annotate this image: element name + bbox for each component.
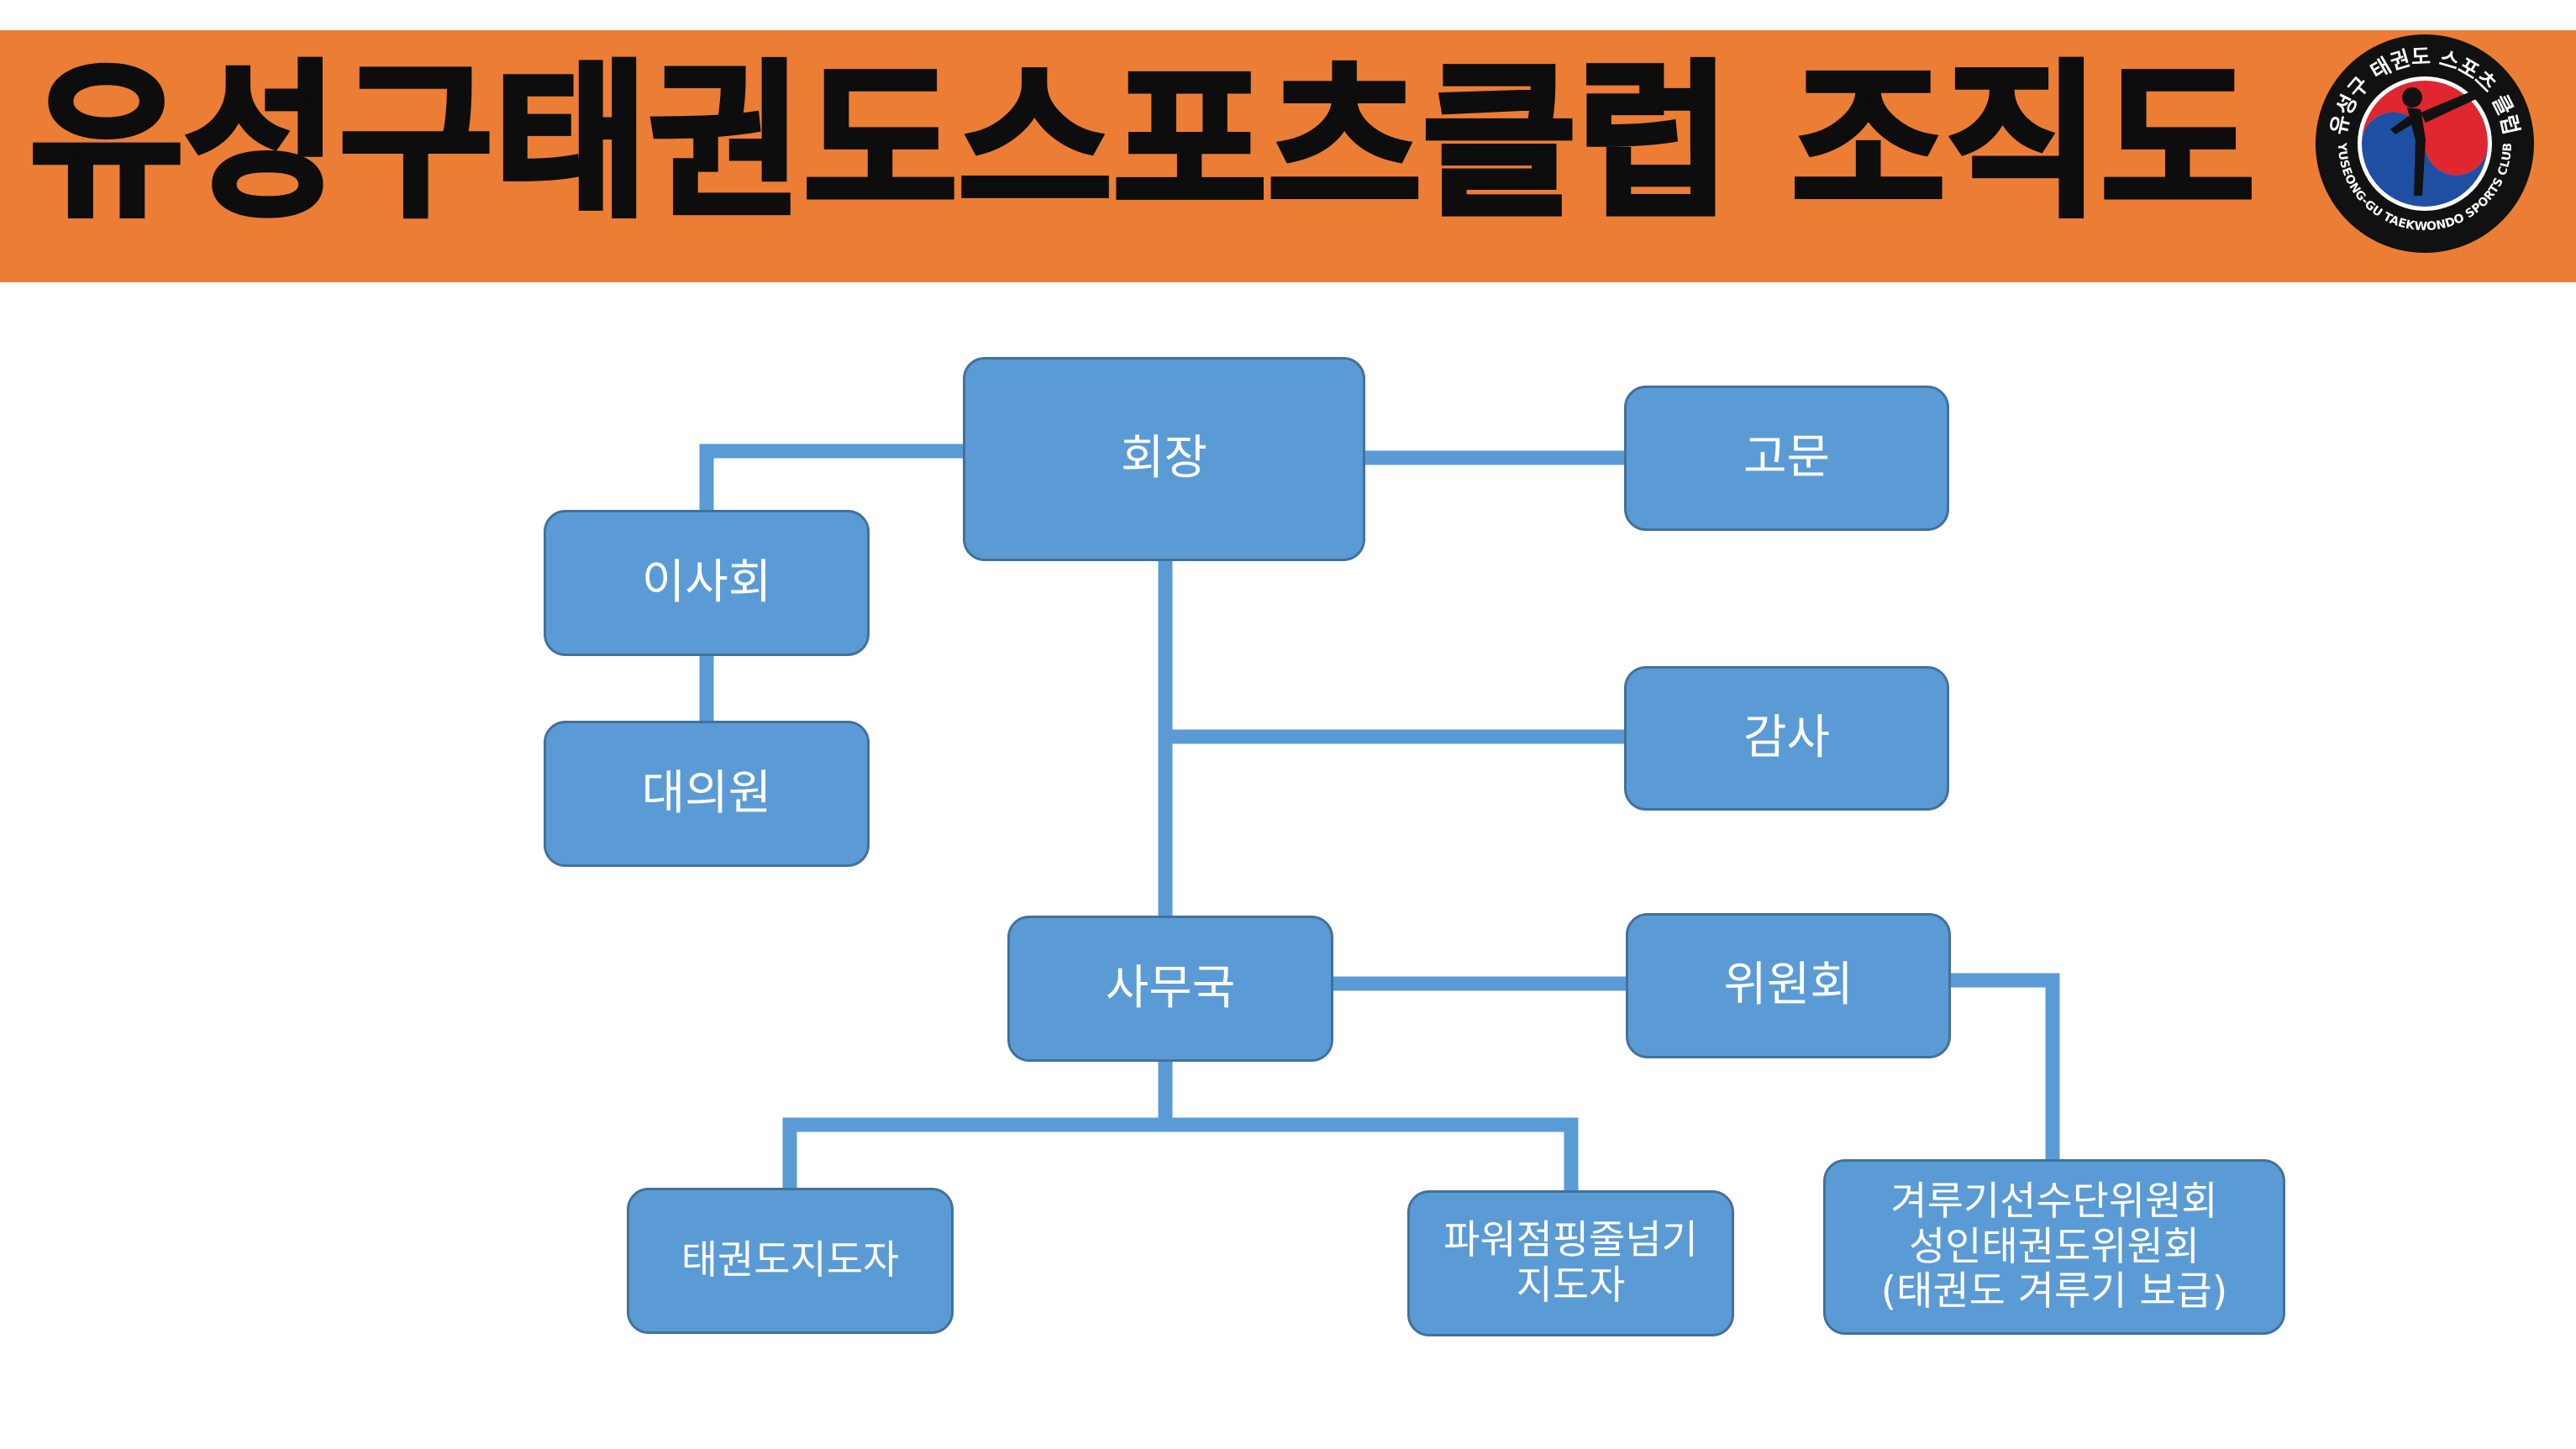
- taekwondo-kicker-icon: [2390, 87, 2476, 196]
- node-board: 이사회: [544, 510, 870, 656]
- node-taekwondo-instructor: 태권도지도자: [627, 1188, 954, 1334]
- node-power-jump-line2: 지도자: [1516, 1263, 1626, 1309]
- node-auditor: 감사: [1624, 666, 1949, 811]
- node-president: 회장: [963, 357, 1365, 561]
- node-sub-committee-line3: (태권도 겨루기 보급): [1880, 1268, 2228, 1315]
- node-secretariat: 사무국: [1007, 916, 1333, 1062]
- node-sub-committee: 겨루기선수단위원회 성인태권도위원회 (태권도 겨루기 보급): [1823, 1159, 2285, 1335]
- node-sub-committee-line1: 겨루기선수단위원회: [1890, 1179, 2218, 1226]
- node-advisor: 고문: [1624, 386, 1949, 531]
- node-sub-committee-line2: 성인태권도위원회: [1909, 1223, 2200, 1270]
- title-banner: [0, 30, 2576, 282]
- node-delegates: 대의원: [544, 721, 870, 867]
- node-committee: 위원회: [1626, 913, 1951, 1058]
- node-power-jump-line1: 파워점핑줄넘기: [1443, 1217, 1698, 1264]
- club-logo: 유성구 태권도 스포츠 클럽 YUSEONG-GU TAEKWONDO SPOR…: [2316, 34, 2534, 253]
- page-title: 유성구태권도스포츠클럽 조직도: [27, 43, 2257, 243]
- node-power-jump-instructor: 파워점핑줄넘기 지도자: [1407, 1190, 1734, 1336]
